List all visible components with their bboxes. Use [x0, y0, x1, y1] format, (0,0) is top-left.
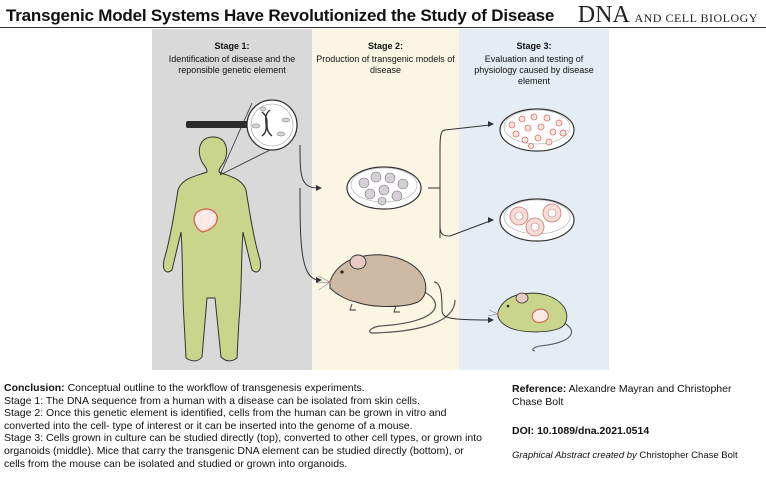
cell-culture-dish-icon: [346, 166, 422, 210]
stage-2-description: Production of transgenic models of disea…: [316, 54, 455, 75]
stage-1-description: Identification of disease and the repons…: [168, 54, 296, 75]
reference-label: Reference:: [512, 383, 567, 395]
top-culture-dish-icon: [499, 108, 575, 152]
pipette-icon: [186, 121, 252, 128]
journal-dna: DNA: [577, 2, 629, 28]
diseased-mouse-icon: [487, 292, 573, 352]
journal-subtitle: AND CELL BIOLOGY: [634, 11, 758, 25]
conclusion-label: Conclusion:: [4, 382, 65, 394]
conclusion-line: Conclusion: Conceptual outline to the wo…: [4, 382, 482, 395]
credit-line: Graphical Abstract created by Christophe…: [512, 450, 738, 461]
caption-block: Conclusion: Conceptual outline to the wo…: [4, 382, 482, 470]
reference-text: Alexandre Mayran and Christopher Chase B…: [512, 383, 732, 408]
stage-1-title: Stage 1:: [214, 41, 250, 51]
dna-dish-icon: [246, 99, 298, 151]
stage-3-title: Stage 3:: [516, 41, 552, 51]
credit-name: Christopher Chase Bolt: [636, 450, 738, 461]
organoid-dish-icon: [499, 198, 575, 242]
credit-italic: Graphical Abstract created by: [512, 450, 637, 461]
journal-logo: DNA AND CELL BIOLOGY: [578, 2, 758, 29]
human-figure-icon: [163, 136, 261, 362]
page-title: Transgenic Model Systems Have Revolution…: [6, 6, 555, 25]
reference: Reference: Alexandre Mayran and Christop…: [512, 383, 762, 408]
header: Transgenic Model Systems Have Revolution…: [0, 0, 766, 28]
header-divider: [0, 27, 766, 28]
caption-stage-2: Stage 2: Once this genetic element is id…: [4, 407, 447, 432]
transgenic-mouse-icon: [316, 254, 456, 334]
caption-stage-1: Stage 1: The DNA sequence from a human w…: [4, 394, 420, 407]
diseased-organ-icon: [193, 208, 218, 233]
doi-text: DOI: 10.1089/dna.2021.0514: [512, 425, 650, 437]
stage-2-title: Stage 2:: [367, 41, 403, 51]
diagram-illustration: [163, 99, 575, 362]
caption-stage-3: Stage 3: Cells grown in culture can be s…: [4, 432, 482, 470]
stage-3-description: Evaluation and testing of physiology cau…: [474, 54, 594, 86]
conclusion-text: Conceptual outline to the workflow of tr…: [64, 382, 365, 394]
